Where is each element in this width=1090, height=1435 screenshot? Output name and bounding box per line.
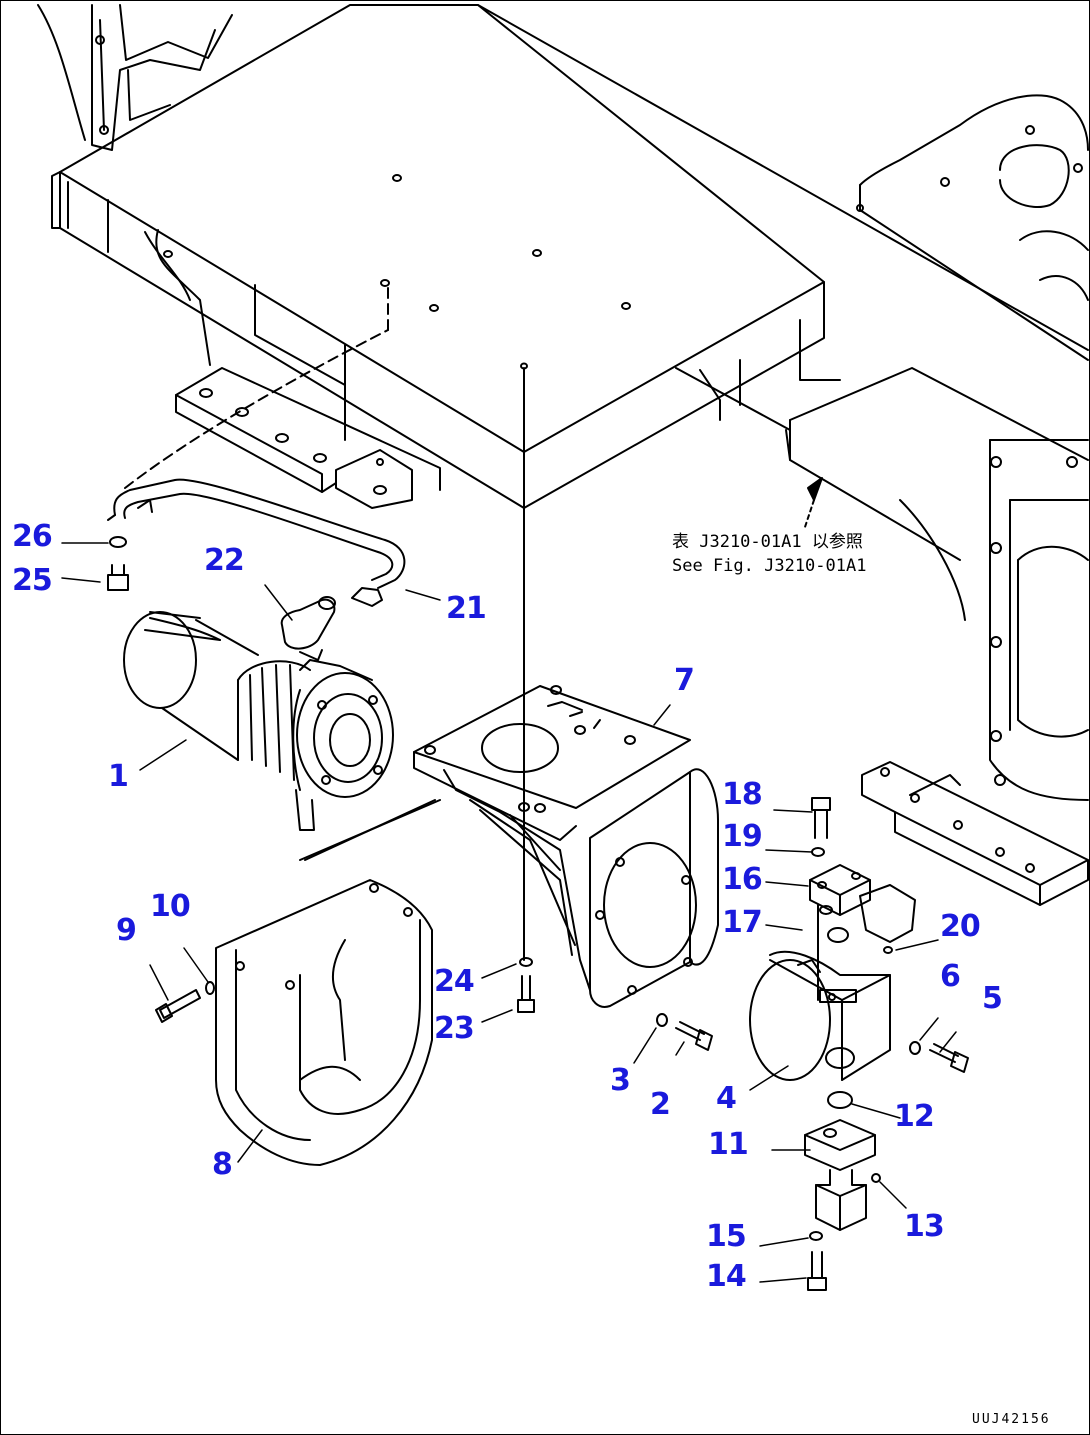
callout-4: 4: [716, 1081, 737, 1116]
valve-block-16: [809, 864, 916, 943]
cross-member-plate: [51, 4, 841, 509]
drawing-code: UUJ42156: [972, 1412, 1051, 1427]
washer-24: [519, 957, 533, 967]
callout-5: 5: [982, 981, 1003, 1016]
callout-17: 17: [722, 905, 763, 940]
washer-26: [109, 536, 127, 548]
callout-1: 1: [108, 759, 129, 794]
bolt-23: [517, 975, 535, 1013]
callout-10: 10: [150, 889, 191, 924]
bolt-18: [811, 797, 831, 839]
callout-8: 8: [212, 1147, 233, 1182]
bolt-14: [807, 1251, 827, 1291]
callout-15: 15: [706, 1219, 747, 1254]
plug-20: [883, 946, 893, 954]
reference-note-en: See Fig. J3210-01A1: [672, 556, 867, 576]
callout-23: 23: [434, 1011, 475, 1046]
callout-6: 6: [940, 959, 961, 994]
elbow-fitting: [280, 596, 336, 661]
callout-24: 24: [434, 964, 475, 999]
callout-19: 19: [722, 819, 763, 854]
bolt-5: [929, 1043, 969, 1073]
motor-body: [123, 611, 394, 831]
washer-3: [656, 1013, 668, 1027]
frame-casting-right: [477, 4, 1089, 906]
valve-block-11: [804, 1119, 876, 1231]
washer-15: [809, 1231, 823, 1241]
callout-7: 7: [674, 663, 695, 698]
washer-6: [909, 1041, 921, 1055]
callout-26: 26: [12, 519, 53, 554]
o-ring-12: [827, 1091, 853, 1109]
reference-arrow: [803, 477, 966, 621]
callout-18: 18: [722, 777, 763, 812]
frame-casting-upper-left: [37, 4, 233, 151]
bolt-2: [675, 1021, 713, 1051]
mounting-pad-left: [175, 367, 441, 509]
o-ring-17: [827, 927, 849, 943]
callout-20: 20: [940, 909, 981, 944]
callout-16: 16: [722, 862, 763, 897]
callout-9: 9: [116, 913, 137, 948]
callout-11: 11: [708, 1127, 749, 1162]
hose-assembly: [107, 281, 406, 607]
plug-13: [871, 1173, 881, 1183]
brake-unit: [749, 950, 891, 1081]
callout-3: 3: [610, 1063, 631, 1098]
callout-13: 13: [904, 1209, 945, 1244]
reference-note-ja: 表 J3210-01A1 以参照: [672, 532, 863, 552]
callout-2: 2: [650, 1087, 671, 1122]
callout-12: 12: [894, 1099, 935, 1134]
callout-21: 21: [446, 591, 487, 626]
bolt-9: [155, 989, 201, 1023]
washer-19: [811, 847, 825, 857]
callout-22: 22: [204, 543, 245, 578]
callout-14: 14: [706, 1259, 747, 1294]
washer-10: [205, 981, 215, 995]
callout-25: 25: [12, 563, 53, 598]
bolt-25: [107, 564, 129, 591]
callout-leaders: [61, 542, 957, 1283]
bracket-housing: [413, 362, 719, 1008]
cover-guard: [215, 799, 436, 1166]
